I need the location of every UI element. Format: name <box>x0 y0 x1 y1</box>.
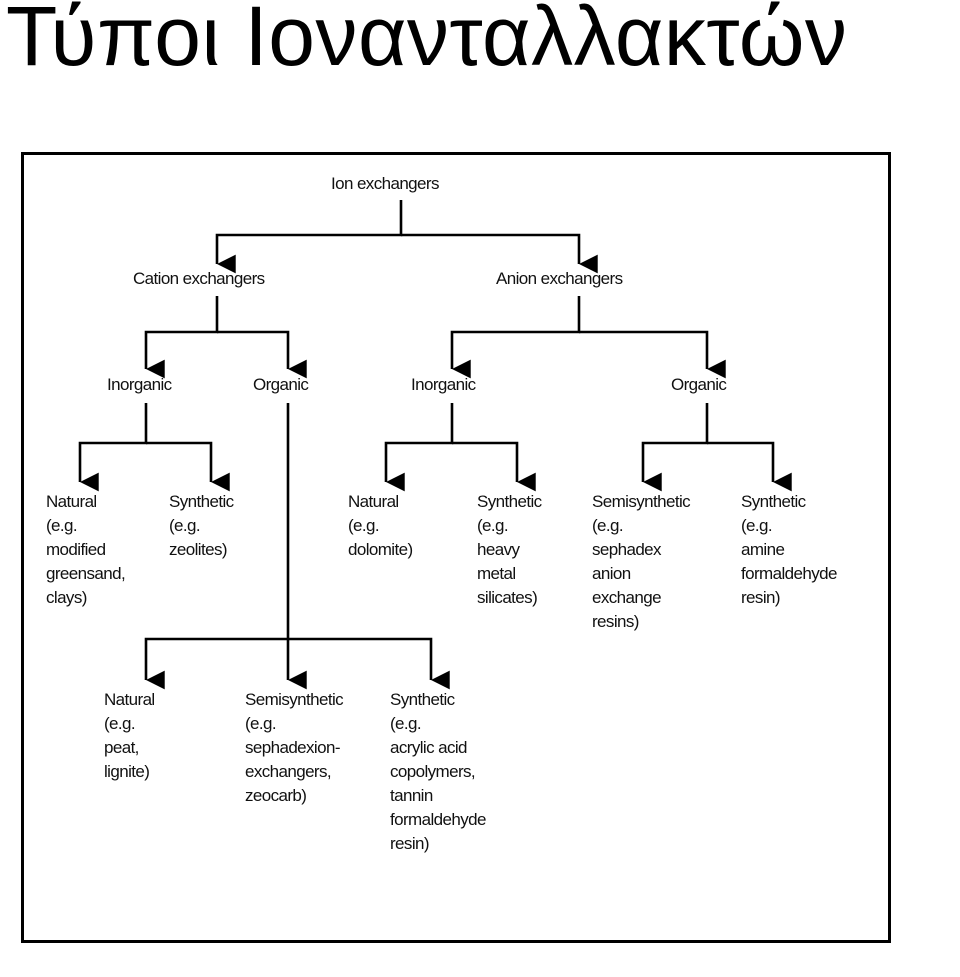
node-line: (e.g. <box>104 714 136 733</box>
node-line: silicates) <box>477 588 538 607</box>
node-line: (e.g. <box>46 516 78 535</box>
node-cation-inorganic-synthetic: Synthetic (e.g. zeolites) <box>169 490 234 562</box>
node-line: clays) <box>46 588 87 607</box>
node-line: zeolites) <box>169 540 228 559</box>
node-line: (e.g. <box>169 516 201 535</box>
node-label: Organic <box>671 375 727 394</box>
node-line: exchangers, <box>245 762 332 781</box>
node-line: resins) <box>592 612 639 631</box>
node-line: (e.g. <box>245 714 277 733</box>
node-line: (e.g. <box>348 516 380 535</box>
node-label: Organic <box>253 375 309 394</box>
node-line: greensand, <box>46 564 126 583</box>
node-line: Synthetic <box>390 690 455 709</box>
node-line: peat, <box>104 738 139 757</box>
node-anion-exchangers: Anion exchangers <box>496 267 623 291</box>
node-line: formaldehyde <box>390 810 486 829</box>
node-line: resin) <box>390 834 430 853</box>
node-line: Semisynthetic <box>592 492 691 511</box>
node-line: heavy <box>477 540 520 559</box>
node-line: (e.g. <box>390 714 422 733</box>
node-cation-exchangers: Cation exchangers <box>133 267 265 291</box>
node-cation-organic-synthetic: Synthetic (e.g. acrylic acid copolymers,… <box>390 688 486 856</box>
node-cation-organic-natural: Natural (e.g. peat, lignite) <box>104 688 155 784</box>
node-line: metal <box>477 564 516 583</box>
node-line: sephadex <box>592 540 662 559</box>
node-cation-organic: Organic <box>253 373 309 397</box>
node-line: dolomite) <box>348 540 413 559</box>
node-line: Semisynthetic <box>245 690 344 709</box>
node-line: Natural <box>348 492 399 511</box>
node-line: Synthetic <box>741 492 806 511</box>
node-line: Natural <box>46 492 97 511</box>
node-line: tannin <box>390 786 433 805</box>
node-cation-inorganic-natural: Natural (e.g. modified greensand, clays) <box>46 490 126 610</box>
node-line: formaldehyde <box>741 564 837 583</box>
node-label: Inorganic <box>411 375 476 394</box>
node-ion-exchangers: Ion exchangers <box>331 172 439 196</box>
node-anion-organic-synthetic: Synthetic (e.g. amine formaldehyde resin… <box>741 490 837 610</box>
node-line: Natural <box>104 690 155 709</box>
node-anion-inorganic-synthetic: Synthetic (e.g. heavy metal silicates) <box>477 490 542 610</box>
node-label: Ion exchangers <box>331 174 439 193</box>
node-label: Anion exchangers <box>496 269 623 288</box>
node-line: amine <box>741 540 785 559</box>
node-line: (e.g. <box>477 516 509 535</box>
diagram-frame <box>21 152 891 943</box>
node-line: modified <box>46 540 106 559</box>
node-line: exchange <box>592 588 662 607</box>
page-title: Τύποι Ιονανταλλακτών <box>6 0 848 83</box>
node-cation-inorganic: Inorganic <box>107 373 172 397</box>
node-line: copolymers, <box>390 762 476 781</box>
node-line: sephadexion- <box>245 738 340 757</box>
node-line: Synthetic <box>169 492 234 511</box>
node-line: Synthetic <box>477 492 542 511</box>
node-anion-organic-semisynthetic: Semisynthetic (e.g. sephadex anion excha… <box>592 490 691 634</box>
node-line: zeocarb) <box>245 786 307 805</box>
node-label: Cation exchangers <box>133 269 265 288</box>
node-cation-organic-semisynthetic: Semisynthetic (e.g. sephadexion- exchang… <box>245 688 344 808</box>
node-anion-organic: Organic <box>671 373 727 397</box>
node-line: anion <box>592 564 631 583</box>
node-line: resin) <box>741 588 781 607</box>
node-line: acrylic acid <box>390 738 467 757</box>
node-line: lignite) <box>104 762 150 781</box>
node-anion-inorganic-natural: Natural (e.g. dolomite) <box>348 490 413 562</box>
node-line: (e.g. <box>741 516 773 535</box>
node-anion-inorganic: Inorganic <box>411 373 476 397</box>
node-line: (e.g. <box>592 516 624 535</box>
node-label: Inorganic <box>107 375 172 394</box>
